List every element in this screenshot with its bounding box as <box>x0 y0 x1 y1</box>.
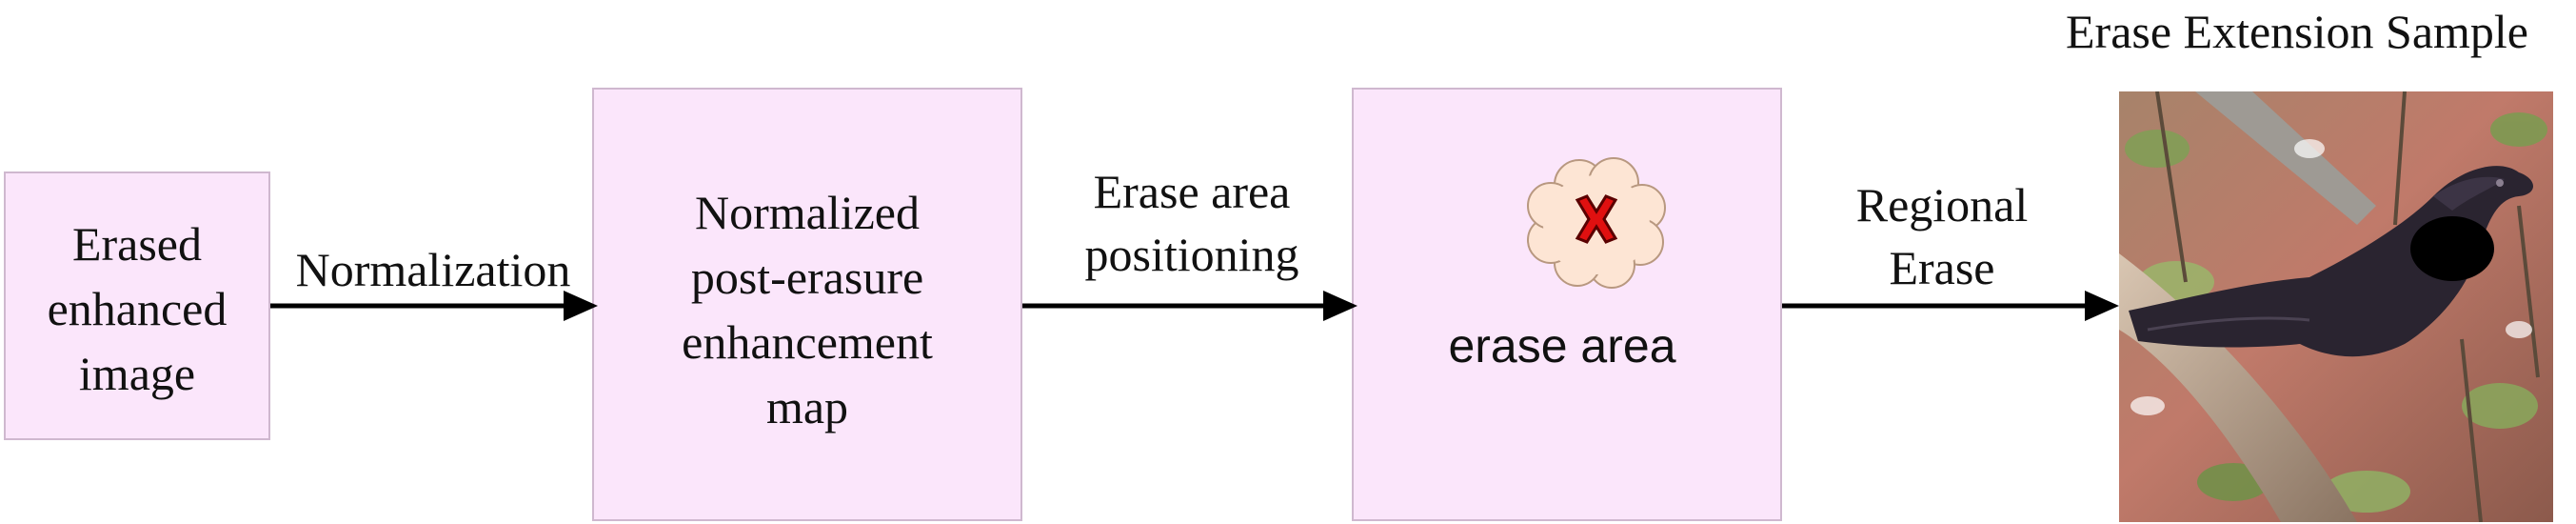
node-erased-enhanced-image: Erased enhanced image <box>4 171 270 440</box>
node-normalized-map: Normalized post-erasure enhancement map <box>592 88 1022 521</box>
arrow-regional-erase <box>1782 291 2119 321</box>
cross-mark <box>1575 194 1618 244</box>
sample-title: Erase Extension Sample <box>2066 5 2528 58</box>
arrow-normalization <box>270 291 598 321</box>
edge-normalization-label: Normalization <box>295 243 571 296</box>
cloud-x-icon <box>1527 157 1666 289</box>
arrow-positioning <box>1022 291 1357 321</box>
bird-on-branch-photo <box>2119 91 2553 522</box>
edge-regional-erase-label: Regional Erase <box>1855 178 2029 294</box>
node-erase-area: erase area <box>1352 88 1782 521</box>
erased-region <box>2410 216 2494 281</box>
bird-silhouette <box>2129 166 2533 357</box>
node-erased-enhanced-image-label: Erased enhanced image <box>47 217 228 400</box>
node-erase-area-label: erase area <box>1448 319 1676 373</box>
edge-positioning-label: Erase area positioning <box>1084 165 1299 281</box>
upper-branch <box>2195 91 2376 225</box>
node-normalized-map-label: Normalized post-erasure enhancement map <box>682 186 933 433</box>
